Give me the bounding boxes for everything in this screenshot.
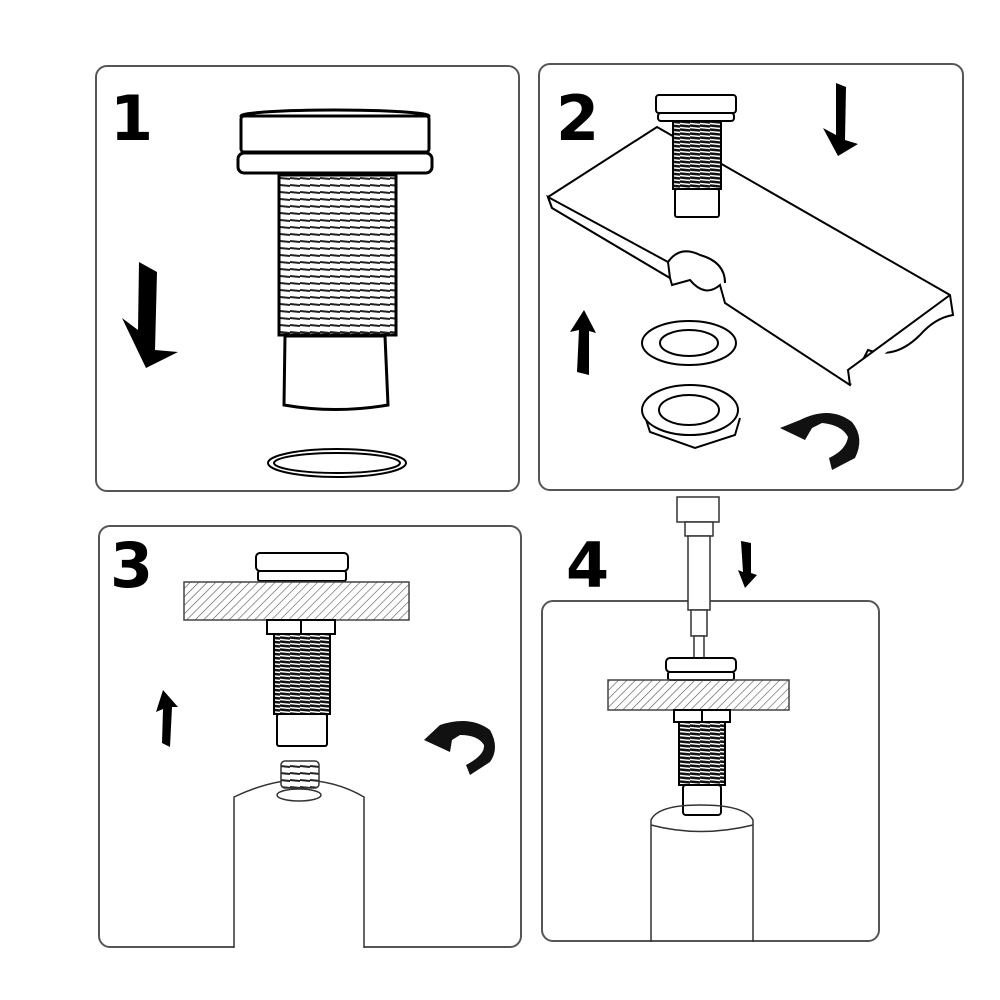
step-2-hex-nut <box>641 384 741 450</box>
step-4-bottle <box>650 804 754 942</box>
step-3-countertop-section <box>183 581 410 621</box>
step-1-gasket-ring <box>267 448 407 478</box>
step-2-number: 2 <box>556 82 600 155</box>
step-3-number: 3 <box>110 529 154 602</box>
step-4-nut-and-threads <box>673 709 731 816</box>
step-2-washer <box>641 320 737 366</box>
step-2-up-arrow-icon <box>570 310 596 375</box>
step-1-down-arrow-icon <box>122 262 178 368</box>
step-3-rotate-arrow-icon <box>424 721 495 775</box>
step-3-up-arrow-icon <box>156 690 178 747</box>
step-4-dispenser-tube <box>676 496 720 659</box>
step-3-nut-and-threads <box>266 619 336 747</box>
step-2-countertop <box>546 125 955 387</box>
step-2-down-arrow-icon <box>823 83 858 156</box>
step-4-number: 4 <box>566 529 610 602</box>
step-4-pump-head <box>665 657 737 681</box>
step-3-pump-head <box>255 552 349 582</box>
step-4-down-arrow-icon <box>738 541 757 588</box>
step-4-countertop-section <box>607 679 790 711</box>
step-2-rotate-arrow-icon <box>780 412 860 470</box>
step-3-bottle <box>233 760 365 948</box>
step-1-number: 1 <box>110 82 154 155</box>
step-1-pump-body <box>236 108 434 411</box>
step-2-pump-body <box>655 94 737 218</box>
